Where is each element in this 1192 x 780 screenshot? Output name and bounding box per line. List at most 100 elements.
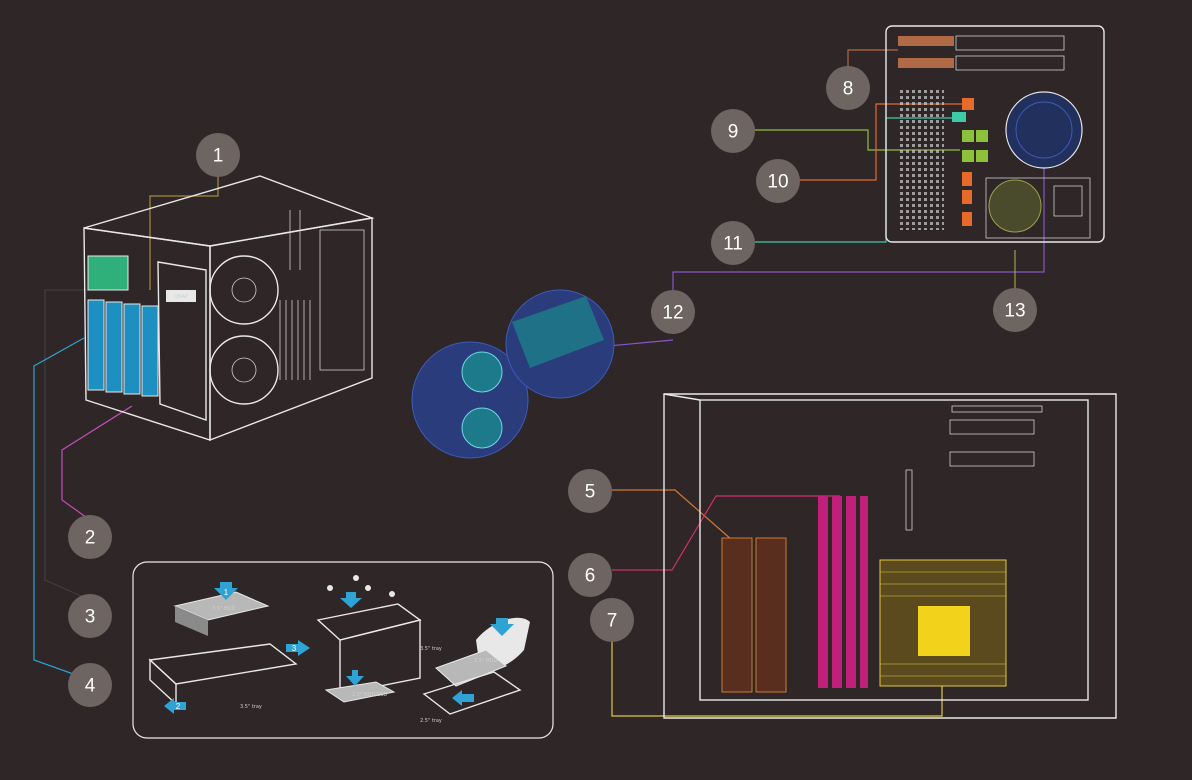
port-green-4	[976, 150, 988, 162]
arrow-down-mid-icon	[340, 592, 362, 608]
step-2-badge: 2	[176, 702, 181, 711]
tray-35-left	[148, 643, 298, 685]
dimm-slot-2	[832, 496, 842, 688]
callout-number-6: 6	[585, 566, 596, 587]
dimm-slot-1	[818, 496, 828, 688]
port-green-2	[976, 130, 988, 142]
callout-circle-1	[196, 133, 240, 177]
callout-11: 11	[711, 221, 755, 265]
leader-line-1	[149, 172, 219, 290]
rear-fan	[1005, 91, 1083, 169]
zoom-detail	[411, 289, 615, 459]
brand-badge	[166, 290, 196, 302]
callout-number-2: 2	[85, 528, 96, 549]
callout-number-7: 7	[607, 611, 618, 632]
port-teal-1	[952, 112, 966, 122]
fan-top	[209, 255, 279, 325]
leader-line-2	[61, 405, 133, 521]
hdd-25-right-label: 2.5" HDD	[474, 658, 497, 664]
cpu-core	[918, 606, 970, 656]
callout-number-11: 11	[723, 234, 743, 255]
arrow-right-icon	[286, 640, 310, 656]
port-green-3	[962, 150, 974, 162]
hdd-35-drive	[173, 591, 270, 621]
callout-circle-4	[68, 663, 112, 707]
heatsink-fins	[279, 300, 311, 380]
callout-circle-12	[651, 290, 695, 334]
tray-35-left-front	[149, 658, 177, 706]
enclosure-top	[83, 175, 375, 247]
port-orange-2	[962, 172, 972, 186]
pcie-slot-2	[898, 58, 954, 68]
rear-panel	[885, 25, 1105, 243]
callout-number-13: 13	[1004, 301, 1025, 322]
psu-fan	[988, 179, 1042, 233]
dimm-slot-4	[860, 496, 868, 688]
leader-line-6	[612, 495, 840, 571]
motherboard-chassis	[663, 393, 1117, 719]
step-1-badge: 1	[224, 588, 229, 597]
io-header	[951, 405, 1043, 413]
m2-ssd-1	[721, 537, 753, 693]
hdd-25-ssd-label: 2.5" HDD/SSD	[352, 692, 387, 698]
port-orange-1	[962, 98, 974, 110]
front-panel-slot	[87, 255, 129, 291]
heatsink-lines	[880, 571, 1006, 677]
nas-enclosure: QNAP	[83, 175, 375, 442]
callout-8: 8	[826, 66, 870, 110]
pcie-slot-top-1	[949, 419, 1035, 435]
callout-number-10: 10	[767, 172, 788, 193]
m2-ssd-2	[755, 537, 787, 693]
callout-number-4: 4	[85, 676, 96, 697]
callout-circle-5	[568, 469, 612, 513]
tray-35-mid-front	[339, 619, 421, 695]
dimm-slot-3	[846, 496, 856, 688]
brand-badge-label: QNAP	[174, 294, 188, 300]
pcie-slot-top-2	[949, 451, 1035, 467]
tray-35-left-label: 3.5" tray	[240, 704, 262, 710]
callout-4: 4	[68, 663, 112, 707]
callout-number-3: 3	[85, 607, 96, 628]
arrow-up-mid-icon	[346, 670, 364, 686]
arrow-down-icon	[214, 582, 238, 600]
leader-line-5	[612, 489, 733, 541]
callout-number-12: 12	[662, 303, 683, 324]
drive-bay-1[interactable]	[87, 299, 105, 391]
zoom-fan-1	[461, 351, 503, 393]
tray-35-mid	[316, 603, 422, 641]
sata-header	[905, 469, 913, 531]
power-socket	[1053, 185, 1083, 217]
port-orange-4	[962, 212, 972, 226]
rear-vent	[900, 90, 944, 230]
fan-bottom-hub	[231, 357, 257, 383]
hdd-35-drive-side	[175, 606, 208, 636]
callout-circle-2	[68, 515, 112, 559]
tray-panel-frame	[132, 561, 554, 739]
callout-number-5: 5	[585, 482, 596, 503]
callout-5: 5	[568, 469, 612, 513]
drive-bay-4[interactable]	[141, 305, 159, 397]
interior-board	[319, 229, 365, 371]
tray-25	[422, 671, 522, 715]
callout-circle-6	[568, 553, 612, 597]
callout-2: 2	[68, 515, 112, 559]
tray-25-label: 2.5" tray	[420, 718, 442, 724]
callout-9: 9	[711, 109, 755, 153]
chassis-outline	[663, 393, 1117, 719]
rear-fan-ring	[1015, 101, 1073, 159]
hdd-25-right	[435, 649, 507, 687]
arrow-down-right-icon	[490, 618, 514, 636]
hdd-25-drive	[324, 681, 396, 703]
leader-line-12b	[607, 339, 674, 347]
step-3-badge: 3	[292, 644, 297, 653]
drive-bay-3[interactable]	[123, 303, 141, 395]
drive-bay-2[interactable]	[105, 301, 123, 393]
port-orange-3	[962, 190, 972, 204]
callout-number-9: 9	[728, 122, 739, 143]
callout-circle-3	[68, 594, 112, 638]
zoom-fan-2	[461, 407, 503, 449]
callout-12: 12	[651, 290, 695, 334]
screw-icons	[327, 575, 395, 597]
